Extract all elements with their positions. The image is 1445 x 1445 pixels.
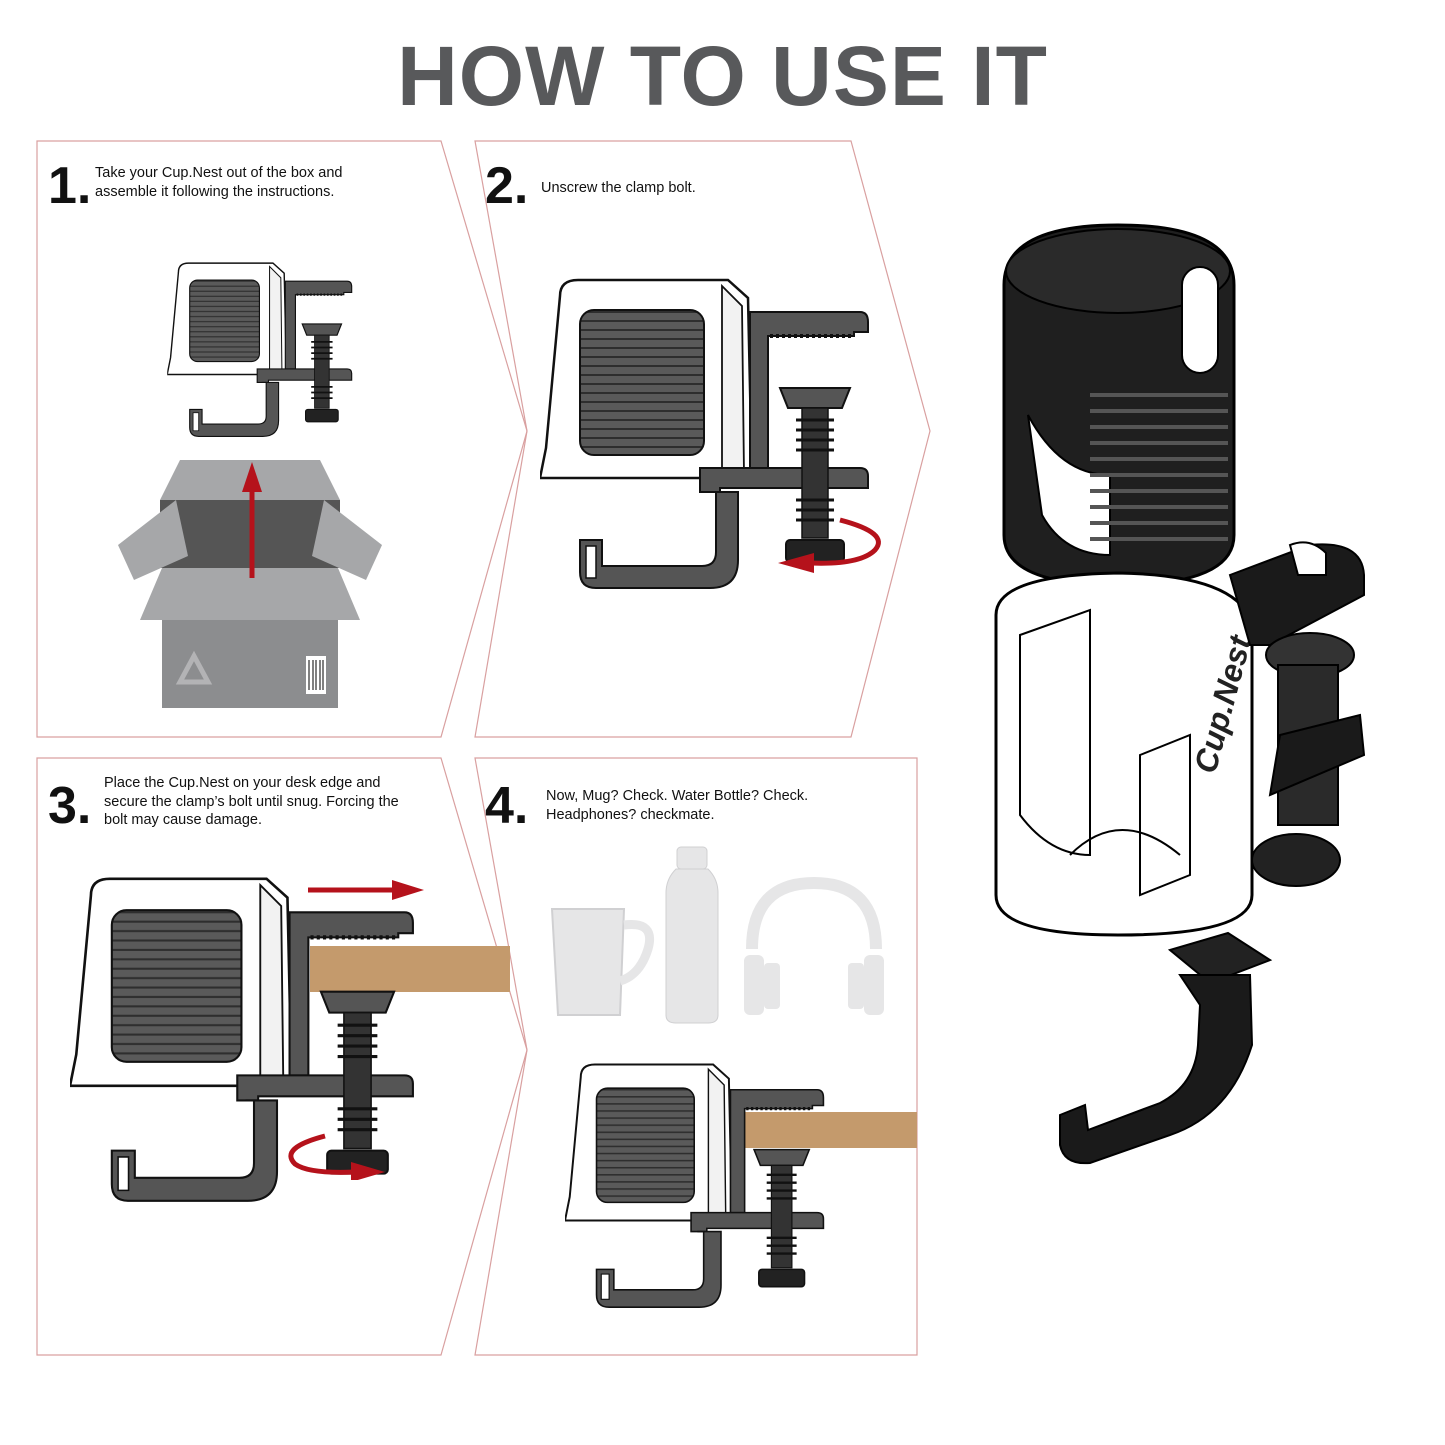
- panel-4-frame: [474, 757, 918, 1356]
- step-3-number: 3.: [48, 777, 92, 835]
- cup-sleeve: [1002, 223, 1236, 587]
- step-2-text: Unscrew the clamp bolt.: [541, 180, 696, 196]
- exploded-product-view: Cup.Nest: [994, 223, 1366, 1165]
- cup-holder-body: Cup.Nest: [994, 571, 1258, 937]
- step-1-number: 1.: [48, 157, 92, 215]
- step-4-number: 4.: [485, 777, 529, 835]
- step-2-number: 2.: [485, 157, 529, 215]
- clamp-icon: [1228, 541, 1366, 887]
- desk-edge-4: [745, 1112, 917, 1148]
- step-1-clamp-illustration: [165, 262, 355, 442]
- box-icon: [118, 460, 382, 708]
- step-1-text: Take your Cup.Nest out of the box and as…: [95, 165, 343, 200]
- right-arrow-icon: [308, 880, 424, 900]
- desk-edge-3: [310, 946, 510, 992]
- headphones-icon: [744, 876, 884, 1015]
- step-3-text: Place the Cup.Nest on your desk edge and…: [104, 775, 399, 828]
- bottle-icon: [665, 846, 719, 1024]
- panel-3-frame: [36, 757, 528, 1356]
- up-arrow-icon: [242, 462, 262, 578]
- step-4-text: Now, Mug? Check. Water Bottle? Check. He…: [546, 788, 809, 823]
- rotate-arrow-icon-3: [288, 1133, 385, 1180]
- recycle-icon: [175, 650, 213, 685]
- items-illustration: [550, 846, 884, 1024]
- panel-2-frame: [474, 140, 931, 738]
- mug-icon: [550, 908, 654, 1016]
- rotate-arrow-icon: [778, 517, 881, 573]
- step-4-clamp-illustration: [565, 1058, 825, 1320]
- panel-1-frame: [36, 140, 528, 738]
- page-title: HOW TO USE IT: [397, 29, 1048, 123]
- hook-part: [1059, 931, 1273, 1165]
